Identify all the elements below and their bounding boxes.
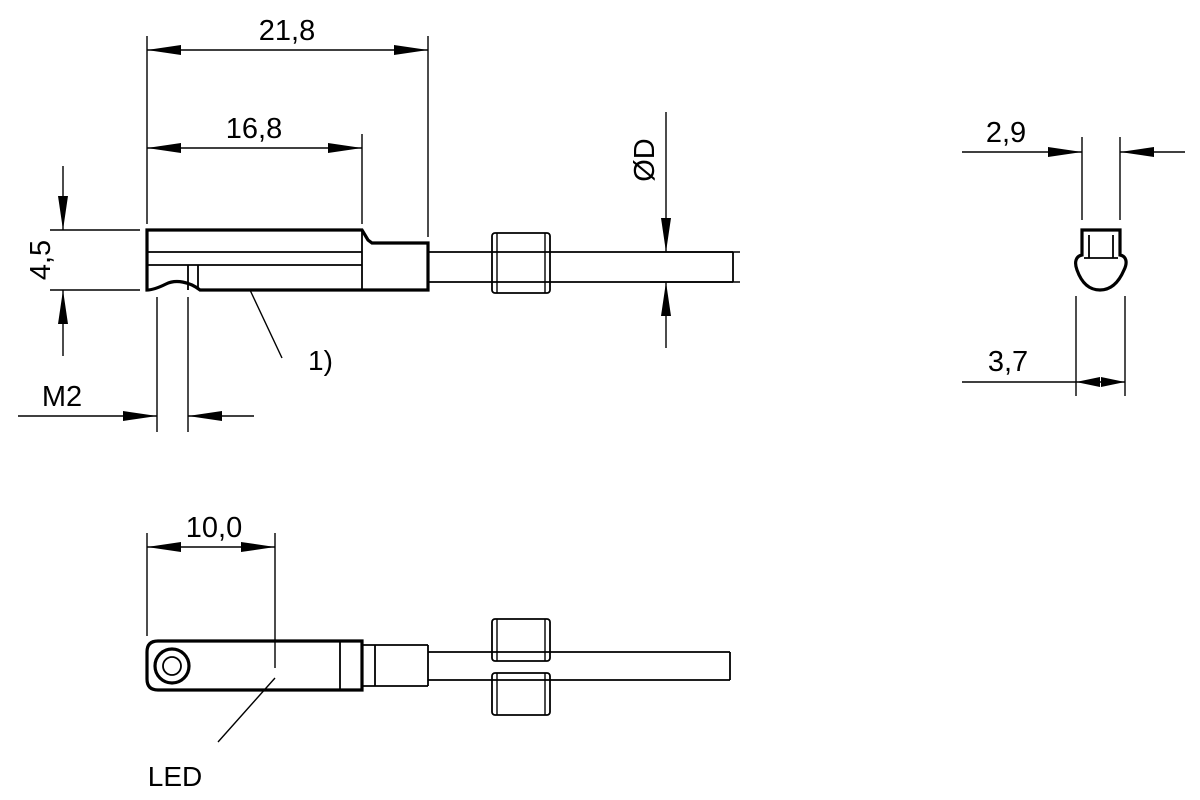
dim-width-bottom: 3,7: [988, 346, 1028, 378]
note-ref-label: 1): [308, 345, 333, 376]
top-view-cable-clamp-lower: [491, 672, 551, 716]
dim-cable-diameter: ØD: [629, 138, 661, 182]
top-view-body-outline: [145, 639, 364, 692]
top-view-mount-hole-inner: [162, 656, 182, 676]
dim-length-total: 21,8: [259, 15, 315, 47]
led-label: LED: [148, 761, 202, 792]
end-view-profile: [1074, 228, 1128, 292]
top-view-cable-clamp-upper: [491, 618, 551, 662]
dim-width-top: 2,9: [986, 117, 1026, 149]
side-view-body-outline: [145, 228, 430, 292]
side-view-cable-clamp: [491, 232, 551, 294]
dim-led-distance: 10,0: [186, 512, 242, 544]
side-view: 21,8 16,8 4,5 M2 ØD 1): [18, 15, 740, 432]
top-view: 10,0 LED: [145, 512, 731, 792]
dim-length-mount: 16,8: [226, 113, 282, 145]
dim-height: 4,5: [25, 240, 57, 280]
end-view: 2,9 3,7: [962, 117, 1185, 396]
dim-thread: M2: [42, 381, 82, 413]
top-view-mount-hole-outer: [153, 647, 191, 685]
